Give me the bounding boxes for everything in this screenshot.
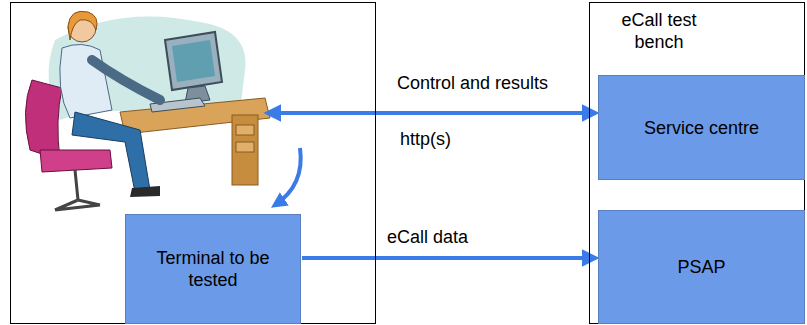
edge-label: Control and results	[395, 72, 550, 94]
edge-label: eCall data	[385, 226, 470, 248]
person-body	[60, 44, 112, 118]
person-legs	[72, 112, 150, 192]
monitor-screen	[172, 40, 215, 82]
test-bench-box: eCall test benchService centrePSAP	[589, 2, 805, 324]
box-label: Terminal to be tested	[151, 247, 276, 291]
service-centre-box: Service centre	[598, 75, 805, 180]
person-arm	[92, 60, 160, 100]
chair-base	[55, 170, 100, 210]
terminal-area: Terminal to be tested	[10, 2, 376, 324]
box-label: Service centre	[644, 117, 759, 139]
desk-leg	[232, 115, 258, 185]
desk-drawer	[236, 142, 254, 152]
control-arrow	[267, 111, 596, 115]
curved-arrow	[275, 148, 301, 205]
box-heading: eCall test bench	[604, 9, 714, 53]
protocol-label: http(s)	[398, 128, 453, 150]
person-shoe	[130, 186, 160, 197]
box-label: PSAP	[677, 256, 725, 278]
psap-box: PSAP	[598, 210, 805, 324]
chair-back	[25, 80, 62, 160]
desk-drawer	[236, 125, 254, 135]
person-hair	[68, 11, 97, 40]
terminal-box: Terminal to be tested	[125, 214, 301, 324]
monitor	[165, 32, 222, 90]
ecall-data-arrow	[302, 256, 596, 260]
chair-seat	[40, 150, 112, 172]
